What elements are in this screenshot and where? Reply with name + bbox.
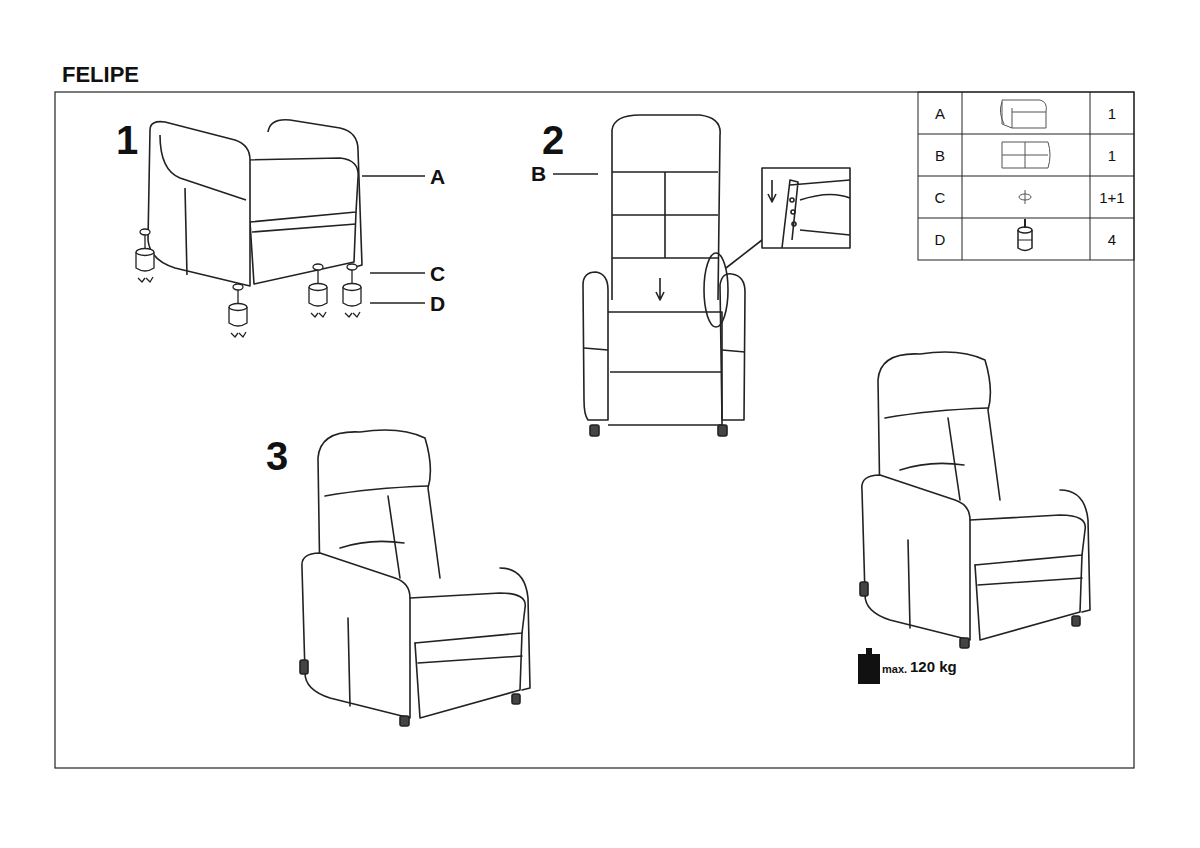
parts-table xyxy=(918,92,1134,260)
table-cell: 1 xyxy=(1090,134,1134,176)
leg-with-bolt xyxy=(136,229,361,337)
chair-finished xyxy=(860,352,1090,648)
chair-backrest xyxy=(583,115,850,436)
chair-base xyxy=(148,120,362,286)
leader-lines xyxy=(362,174,598,303)
step-number: 1 xyxy=(116,120,138,160)
step-number: 3 xyxy=(266,436,288,476)
table-cell: B xyxy=(918,134,962,176)
table-cell: 4 xyxy=(1090,218,1134,260)
table-cell: A xyxy=(918,92,962,134)
table-cell: C xyxy=(918,176,962,218)
part-icons xyxy=(1000,100,1050,251)
weight-note: 120 kg xyxy=(910,659,957,674)
table-cell: D xyxy=(918,218,962,260)
part-letter: C xyxy=(430,263,445,284)
part-letter: A xyxy=(430,166,445,187)
title: FELIPE xyxy=(62,64,139,86)
part-letter: B xyxy=(531,163,546,184)
part-letter: D xyxy=(430,293,445,314)
weight-note: max. xyxy=(882,664,907,675)
step-number: 2 xyxy=(542,120,564,160)
frame xyxy=(55,92,1134,768)
table-cell: 1+1 xyxy=(1090,176,1134,218)
table-cell: 1 xyxy=(1090,92,1134,134)
chair-assembled xyxy=(300,430,530,726)
weight-icon xyxy=(858,648,880,684)
